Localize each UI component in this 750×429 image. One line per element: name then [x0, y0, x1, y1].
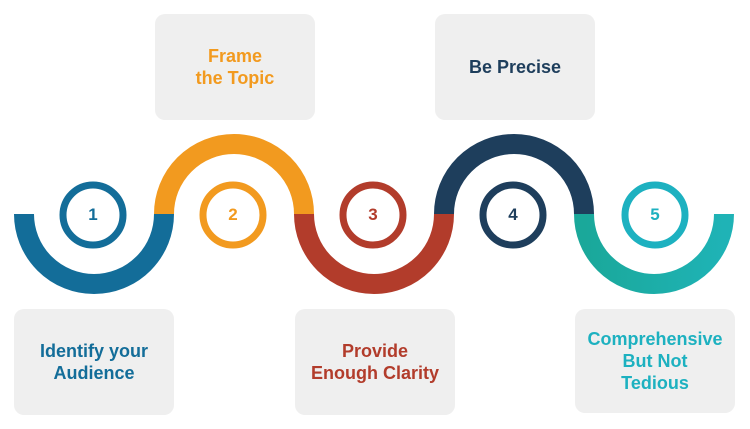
wave-segment-4: [434, 134, 594, 215]
step-number-1: 1: [88, 205, 98, 224]
number-ring-1: [59, 181, 127, 249]
wave-segment-5: [574, 213, 734, 294]
step-label-4: Be Precise: [468, 57, 562, 77]
number-ring-2: [199, 181, 267, 249]
step-label-2: Frame the Topic: [195, 46, 275, 88]
step-label-3: Provide Enough Clarity: [310, 341, 439, 383]
step-number-5: 5: [650, 205, 660, 224]
step-card-5: Comprehensive But Not Tedious: [575, 309, 735, 413]
wave-segment-3: [294, 213, 454, 294]
step-card-1: Identify your Audience: [14, 309, 174, 415]
number-ring-4: [479, 181, 547, 249]
step-card-3: Provide Enough Clarity: [295, 309, 455, 415]
step-card-2: Frame the Topic: [155, 14, 315, 120]
wave-segment-2: [154, 134, 314, 215]
number-ring-5: [621, 181, 689, 249]
step-number-3: 3: [368, 205, 378, 224]
step-card-4: Be Precise: [435, 14, 595, 120]
step-number-4: 4: [508, 205, 518, 224]
step-label-5: Comprehensive But Not Tedious: [587, 329, 723, 393]
step-number-2: 2: [228, 205, 238, 224]
step-label-1: Identify your Audience: [39, 341, 148, 383]
wave-segment-1: [14, 213, 174, 294]
number-ring-3: [339, 181, 407, 249]
